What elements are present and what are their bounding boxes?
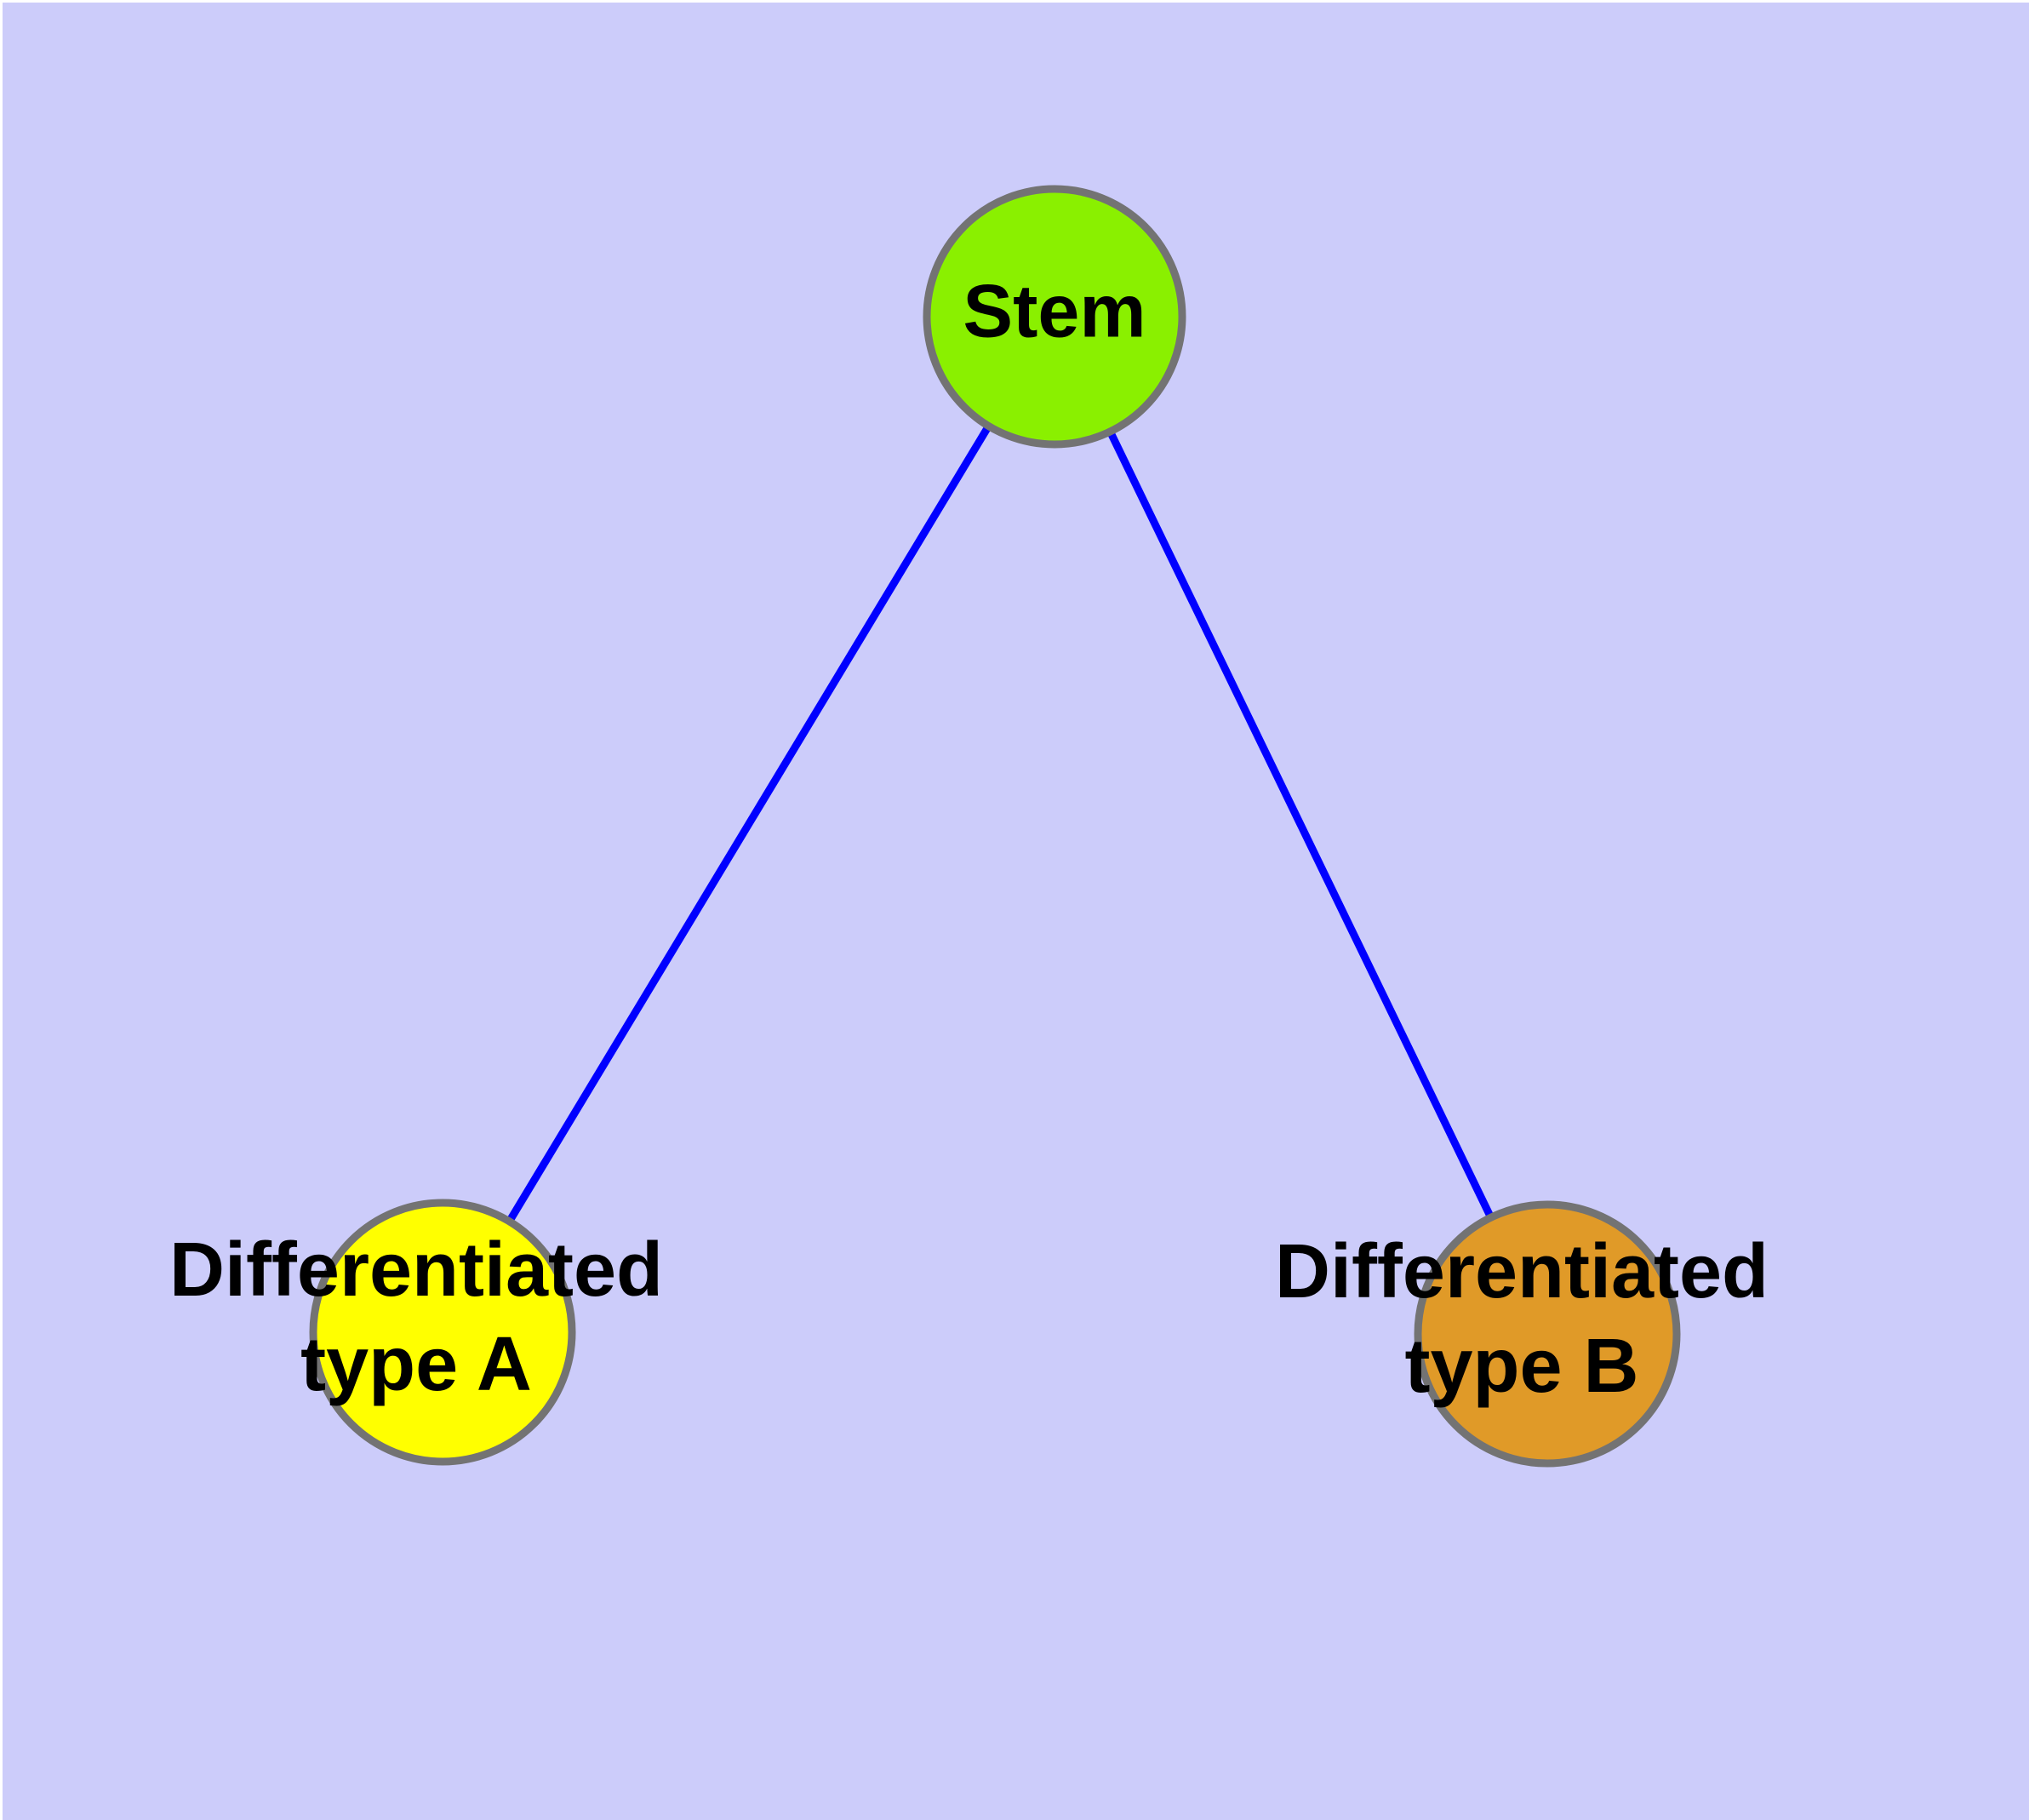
node-label-differentiated-type-b-line2: type B bbox=[1404, 1324, 1638, 1409]
node-stem[interactable] bbox=[923, 185, 1186, 449]
node-differentiated-type-a[interactable] bbox=[309, 1199, 576, 1466]
node-label-differentiated-type-a-line1: Differentiated bbox=[169, 1228, 663, 1313]
node-differentiated-type-b[interactable] bbox=[1414, 1200, 1681, 1468]
node-layer bbox=[309, 185, 1681, 1468]
edge-stem-to-differentiated-type-a[interactable] bbox=[439, 314, 1058, 1335]
node-label-stem: Stem bbox=[963, 268, 1146, 352]
edge-layer bbox=[439, 314, 1552, 1336]
node-label-differentiated-type-a-line2: type A bbox=[300, 1322, 532, 1407]
node-label-differentiated-type-b-line1: Differentiated bbox=[1275, 1229, 1769, 1314]
edge-stem-to-differentiated-type-b[interactable] bbox=[1050, 315, 1552, 1336]
label-layer: Stem Differentiated type A Differentiate… bbox=[169, 268, 1769, 1409]
